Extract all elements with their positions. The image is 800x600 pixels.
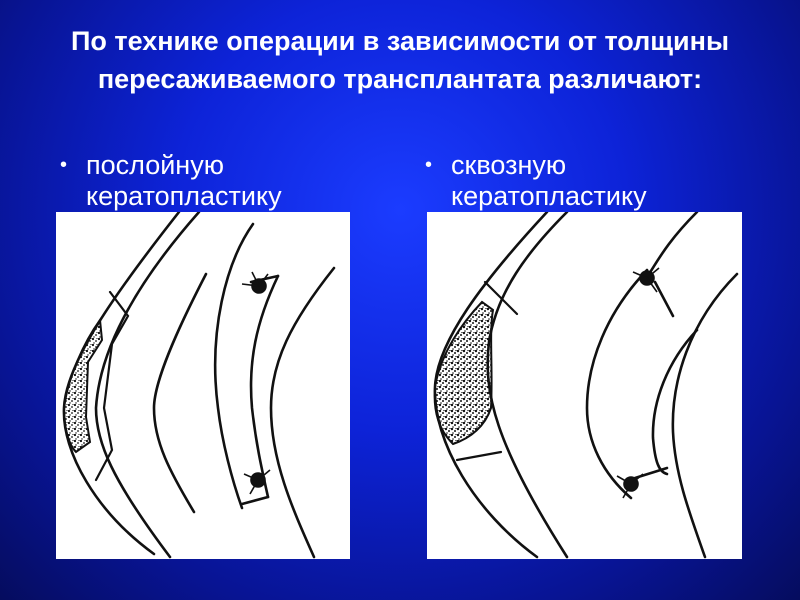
diagram-lamellar-keratoplasty	[56, 212, 350, 559]
posterior-curve	[152, 272, 208, 514]
bullet-marker: •	[425, 154, 433, 176]
opaque-cornea-area	[62, 317, 104, 454]
graft-outline	[94, 290, 130, 482]
suture-bottom	[616, 473, 644, 499]
lamellar-illustration	[62, 212, 336, 559]
bullet-text-penetrating: сквозную кератопластику	[451, 150, 647, 211]
graft-disc-outer	[213, 222, 255, 510]
cornea-outer-curve	[433, 212, 549, 559]
donor-button-inner	[651, 328, 699, 476]
bullet-penetrating: • сквозную кератопластику	[421, 150, 721, 212]
cut-line-bottom	[455, 450, 503, 462]
donor-cap-top	[653, 280, 675, 318]
suture-top	[632, 267, 660, 293]
suture-bottom	[243, 469, 271, 495]
bullet-marker: •	[60, 154, 68, 176]
host-curve-right	[671, 272, 739, 559]
donor-button-outer	[585, 268, 649, 500]
host-cornea-curve	[269, 266, 336, 559]
opaque-cornea-area	[433, 300, 495, 446]
cornea-inner-curve	[94, 212, 201, 559]
bullet-lamellar: • послойную кератопластику	[56, 150, 356, 212]
penetrating-illustration	[433, 212, 739, 559]
diagram-penetrating-keratoplasty	[427, 212, 742, 559]
graft-disc-cap-bottom	[240, 495, 270, 506]
slide-title: По технике операции в зависимости от тол…	[70, 26, 730, 94]
cornea-inner-curve	[486, 212, 569, 559]
suture-top	[241, 271, 269, 294]
cornea-outer-curve	[62, 212, 181, 556]
cut-line-top	[483, 280, 519, 316]
host-curve-upper	[647, 212, 699, 276]
graft-disc-inner	[249, 274, 280, 499]
bullet-text-lamellar: послойную кератопластику	[86, 150, 282, 211]
